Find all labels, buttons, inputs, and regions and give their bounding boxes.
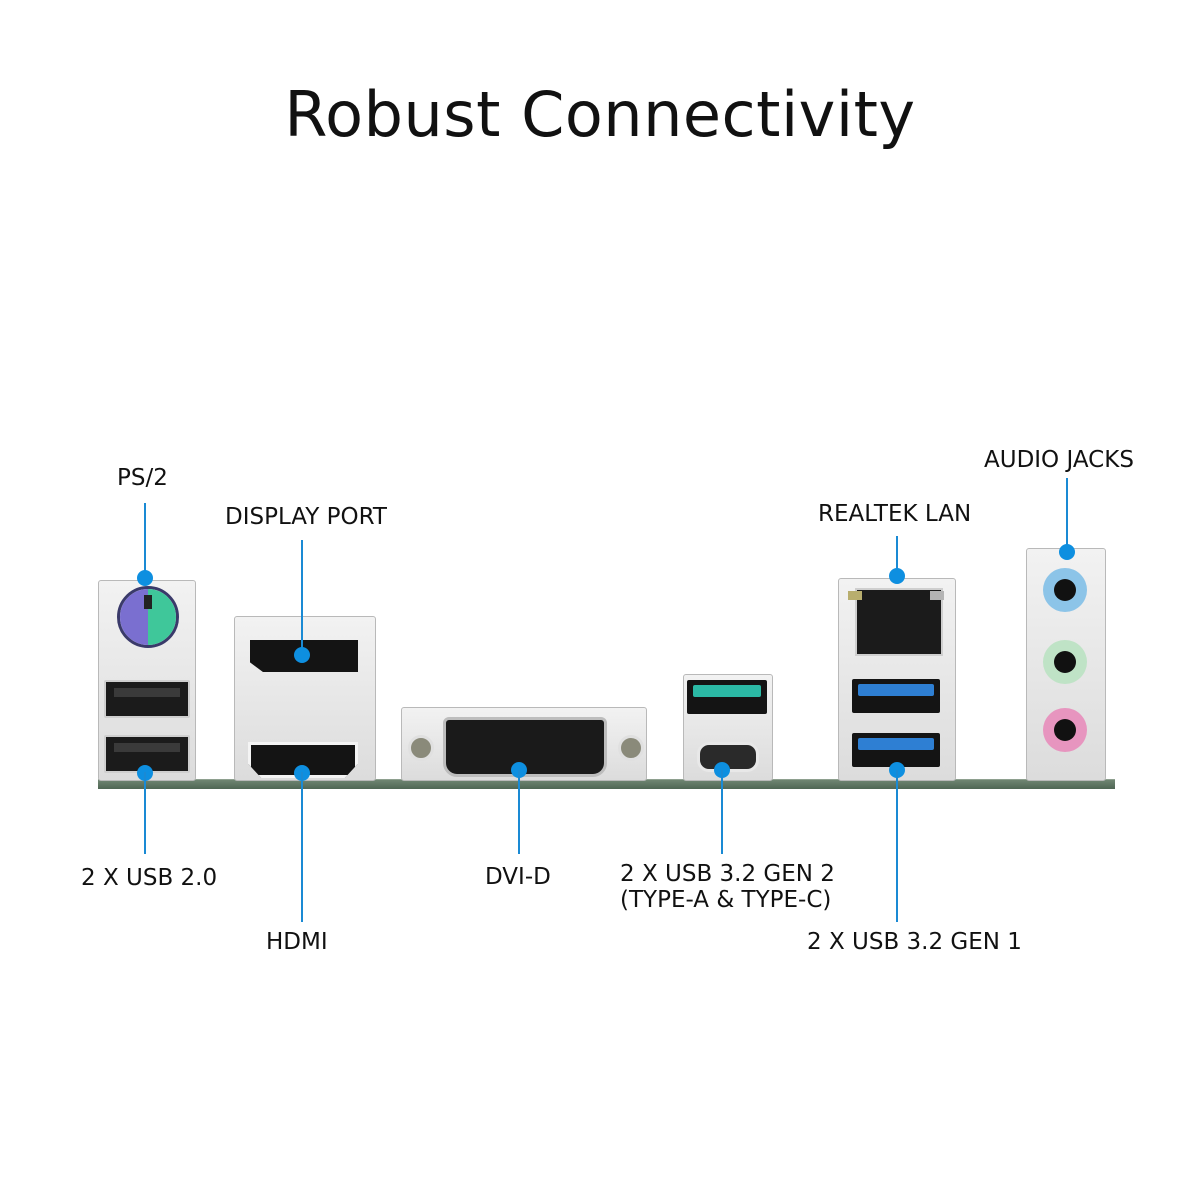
lan-callout-dot <box>889 568 905 584</box>
page-title: Robust Connectivity <box>284 78 916 151</box>
audio-label: AUDIO JACKS <box>984 447 1134 473</box>
displayport-label: DISPLAY PORT <box>225 504 387 530</box>
lan-led-left-icon <box>848 591 862 600</box>
displayport-leader-line <box>301 540 303 656</box>
usb32gen2-label-line2: (TYPE-A & TYPE-C) <box>620 887 832 913</box>
dvid-label: DVI-D <box>485 864 551 890</box>
dvi-screw-left-icon <box>408 735 434 761</box>
usb3-gen1-port-top <box>852 679 940 713</box>
audio-jack-mic-icon <box>1043 708 1087 752</box>
ps2-label: PS/2 <box>117 465 168 491</box>
usb2-port-top <box>104 680 190 718</box>
usb20-label: 2 X USB 2.0 <box>81 865 218 891</box>
displayport-callout-dot <box>294 647 310 663</box>
hdmi-leader-line <box>301 772 303 922</box>
ps2-callout-dot <box>137 570 153 586</box>
audio-callout-dot <box>1059 544 1075 560</box>
dvid-leader-line <box>518 770 520 854</box>
usb32gen2-leader-line <box>721 770 723 854</box>
audio-jack-line-out-icon <box>1043 640 1087 684</box>
ps2-leader-line <box>144 503 146 577</box>
dvi-screw-right-icon <box>618 735 644 761</box>
lan-leader-line <box>896 536 898 576</box>
usb32gen1-leader-line <box>896 770 898 922</box>
ps2-port-icon <box>117 586 179 648</box>
lan-label: REALTEK LAN <box>818 501 972 527</box>
hdmi-label: HDMI <box>266 929 328 955</box>
lan-led-right-icon <box>930 591 944 600</box>
audio-leader-line <box>1066 478 1068 548</box>
usb20-leader-line <box>144 772 146 854</box>
rj45-port-icon <box>855 588 943 656</box>
usb32gen1-label: 2 X USB 3.2 GEN 1 <box>807 929 1022 955</box>
audio-jack-line-in-icon <box>1043 568 1087 612</box>
usb-type-a-gen2-icon <box>687 680 767 714</box>
usb3-gen1-port-bottom <box>852 733 940 767</box>
usb32gen2-label-line1: 2 X USB 3.2 GEN 2 <box>620 861 835 887</box>
